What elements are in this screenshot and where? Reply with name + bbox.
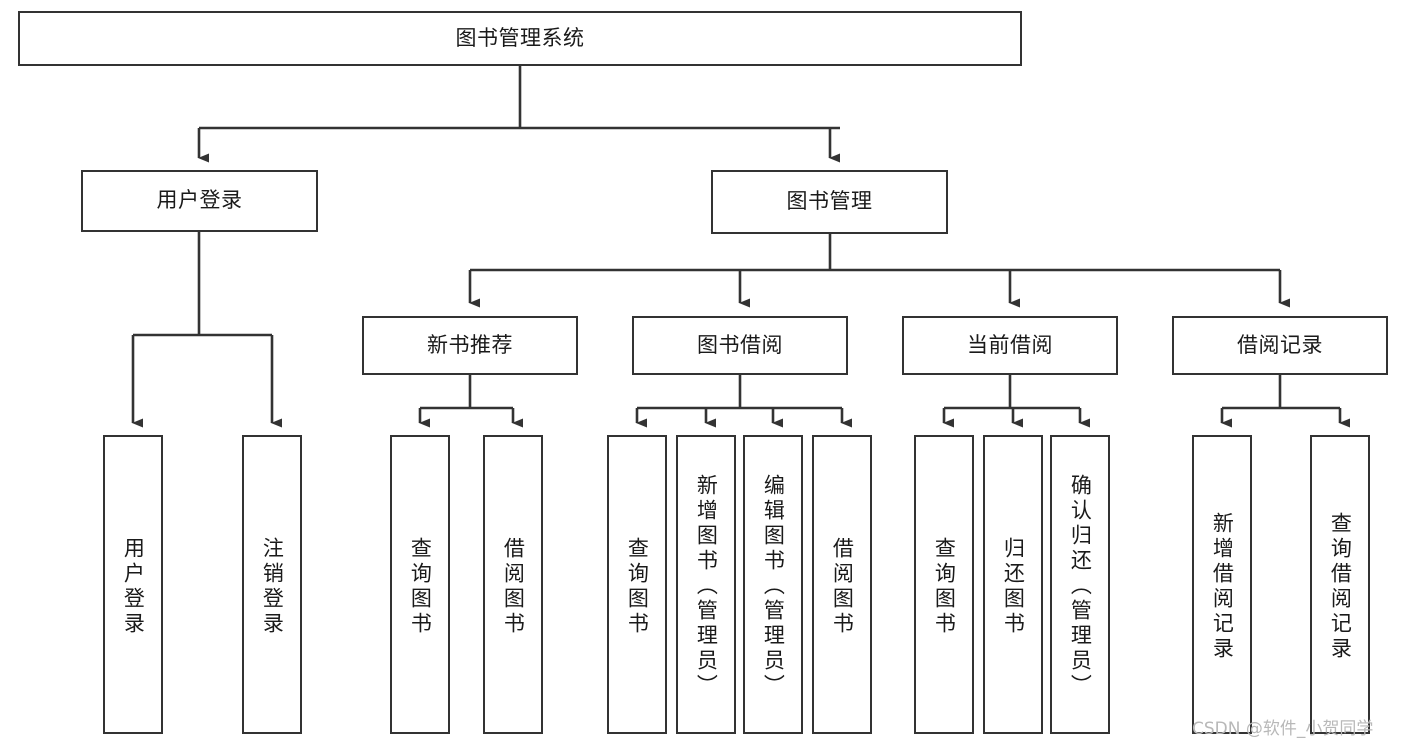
node-leaf-query-borrow-record[interactable]: 查询借阅记录 (1310, 435, 1370, 734)
node-label: 新增借阅记录 (1210, 511, 1235, 662)
node-label: 图书管理 (786, 189, 873, 214)
node-book-borrow[interactable]: 图书借阅 (632, 316, 848, 375)
node-root-book-management-system[interactable]: 图书管理系统 (18, 11, 1022, 66)
node-label: 查询图书 (932, 536, 957, 637)
node-label: 查询图书 (408, 536, 433, 637)
node-new-book-recommend[interactable]: 新书推荐 (362, 316, 578, 375)
node-label: 图书管理系统 (455, 25, 585, 50)
node-label: 当前借阅 (967, 332, 1053, 357)
node-label: 查询借阅记录 (1328, 511, 1353, 662)
node-leaf-borrow-book[interactable]: 借阅图书 (812, 435, 872, 734)
node-leaf-user-login[interactable]: 用户登录 (103, 435, 163, 734)
node-leaf-query-book-recommend[interactable]: 查询图书 (390, 435, 450, 734)
node-label: 借阅图书 (501, 536, 526, 637)
node-label: 用户登录 (156, 188, 243, 213)
node-leaf-add-borrow-record[interactable]: 新增借阅记录 (1192, 435, 1252, 734)
node-leaf-logout[interactable]: 注销登录 (242, 435, 302, 734)
node-label: 图书借阅 (697, 332, 783, 357)
node-book-management[interactable]: 图书管理 (711, 170, 948, 234)
watermark: CSDN @软件_小贺同学 (1192, 719, 1374, 739)
node-label: 新增图书（管理员） (694, 474, 719, 699)
node-leaf-add-book-admin[interactable]: 新增图书（管理员） (676, 435, 736, 734)
node-label: 确认归还（管理员） (1068, 474, 1093, 699)
node-label: 用户登录 (121, 536, 146, 637)
node-leaf-borrow-book-recommend[interactable]: 借阅图书 (483, 435, 543, 734)
node-current-borrow[interactable]: 当前借阅 (902, 316, 1118, 375)
node-label: 借阅记录 (1237, 332, 1323, 357)
node-leaf-return-book[interactable]: 归还图书 (983, 435, 1043, 734)
node-label: 归还图书 (1001, 536, 1026, 637)
node-leaf-edit-book-admin[interactable]: 编辑图书（管理员） (743, 435, 803, 734)
node-leaf-confirm-return-admin[interactable]: 确认归还（管理员） (1050, 435, 1110, 734)
node-label: 借阅图书 (830, 536, 855, 637)
node-leaf-query-book-current[interactable]: 查询图书 (914, 435, 974, 734)
node-borrow-record[interactable]: 借阅记录 (1172, 316, 1388, 375)
node-label: 编辑图书（管理员） (761, 474, 786, 699)
node-label: 注销登录 (260, 536, 285, 637)
node-user-login[interactable]: 用户登录 (81, 170, 318, 232)
node-label: 新书推荐 (427, 332, 513, 357)
node-leaf-query-book-borrow[interactable]: 查询图书 (607, 435, 667, 734)
node-label: 查询图书 (625, 536, 650, 637)
